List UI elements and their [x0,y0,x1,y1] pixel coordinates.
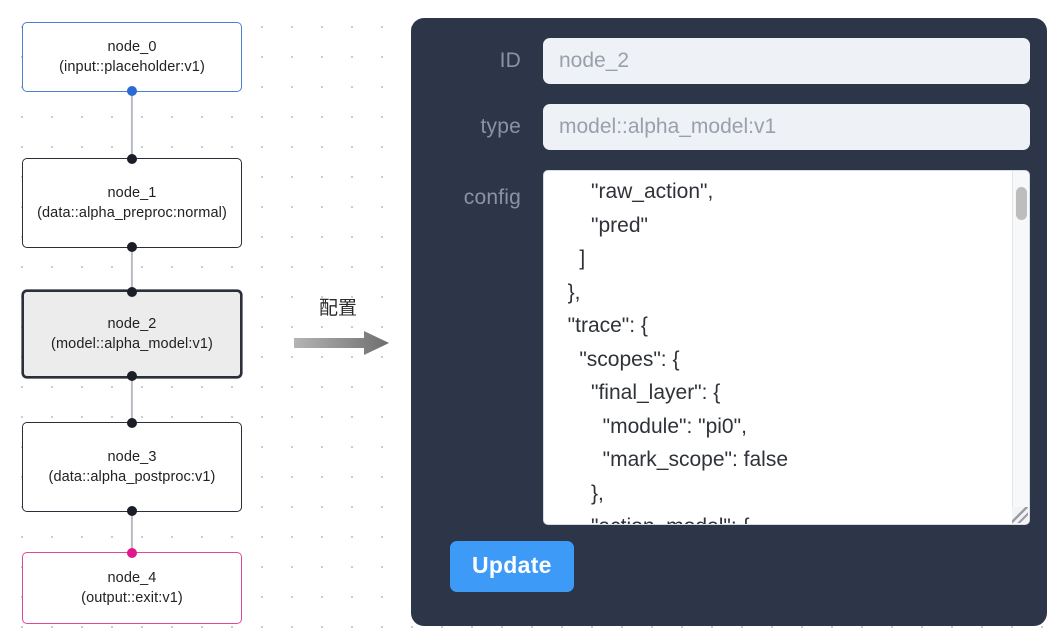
node-id-label: node_1 [107,185,157,201]
annotation-arrow-group: 配置 [292,296,396,358]
type-field-label: type [480,115,521,138]
node-handle-source[interactable] [127,371,137,381]
node-type-label: (data::alpha_preproc:normal) [37,205,227,221]
config-scrollbar[interactable] [1012,171,1029,524]
node-handle-source[interactable] [127,506,137,516]
config-textarea[interactable]: "raw_action", "pred" ] }, "trace": { "sc… [567,180,788,524]
annotation-arrow-caption: 配置 [318,297,357,319]
field-row-type: type [428,104,1030,150]
graph-node-node_2[interactable]: node_2 (model::alpha_model:v1) [22,287,242,381]
node-handle-source[interactable] [127,86,137,96]
node-type-label: (output::exit:v1) [81,590,183,606]
graph-node-node_4[interactable]: node_4 (output::exit:v1) [22,548,242,624]
node-handle-source[interactable] [127,242,137,252]
type-input[interactable] [543,104,1030,150]
node-id-label: node_4 [107,570,157,586]
node-id-label: node_3 [107,449,157,465]
right-arrow-icon [294,331,389,355]
id-input[interactable] [543,38,1030,84]
config-scrollbar-thumb[interactable] [1016,187,1027,220]
node-properties-panel: ID type config "raw_action", "pred" ] },… [411,18,1047,626]
graph-node-node_0[interactable]: node_0 (input::placeholder:v1) [22,22,242,96]
field-row-id: ID [428,38,1030,84]
node-type-label: (input::placeholder:v1) [59,59,205,75]
node-handle-target[interactable] [127,548,137,558]
edge-node_2-node_3 [130,378,134,422]
edge-node_3-node_4 [130,512,134,552]
node-handle-target[interactable] [127,418,137,428]
config-textarea-wrapper: "raw_action", "pred" ] }, "trace": { "sc… [543,170,1030,525]
graph-node-node_1[interactable]: node_1 (data::alpha_preproc:normal) [22,154,242,252]
id-field-label: ID [499,49,521,72]
config-field-label: config [463,186,521,209]
node-id-label: node_2 [107,316,157,332]
node-handle-target[interactable] [127,154,137,164]
edge-node_0-node_1 [130,92,134,158]
graph-node-node_3[interactable]: node_3 (data::alpha_postproc:v1) [22,418,242,516]
edge-node_1-node_2 [130,248,134,290]
node-type-label: (data::alpha_postproc:v1) [48,469,216,485]
node-id-label: node_0 [107,39,157,55]
node-handle-target[interactable] [127,287,137,297]
field-row-config: config "raw_action", "pred" ] }, "trace"… [428,170,1030,525]
node-type-label: (model::alpha_model:v1) [51,336,213,352]
update-button[interactable]: Update [450,541,574,592]
resize-grip-icon[interactable] [1012,507,1028,523]
